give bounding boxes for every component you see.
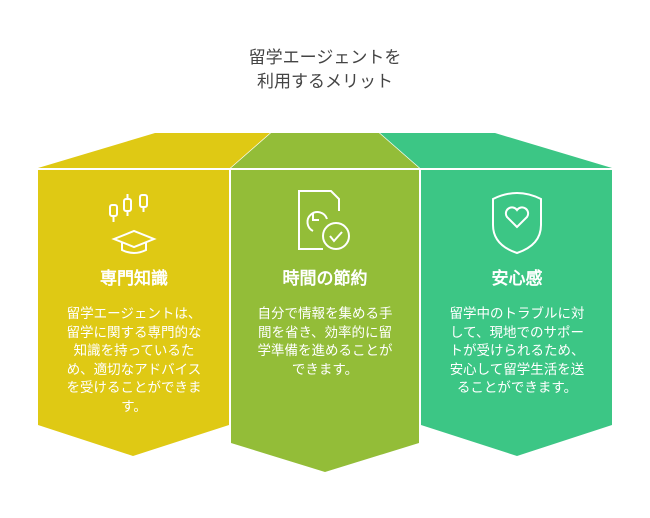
yellow-panel	[38, 170, 229, 456]
column-text: 留学エージェントは、留学に関する専門的な知識を持っているため、適切なアドバイスを…	[66, 306, 202, 415]
column-heading: 安心感	[491, 269, 543, 289]
yellow-top	[38, 133, 270, 168]
teal-top	[380, 133, 612, 168]
teal-panel	[421, 170, 612, 456]
shield-heart-icon	[421, 185, 613, 255]
column-expertise: 専門知識 留学エージェントは、留学に関する専門的な知識を持っているため、適切なア…	[38, 185, 230, 416]
graduation-cap-chart-icon	[38, 185, 230, 255]
column-heading: 時間の節約	[282, 269, 368, 289]
document-clock-check-icon	[229, 185, 421, 255]
diagram-title: 留学エージェントを 利用するメリット	[0, 46, 650, 94]
column-peace-of-mind: 安心感 留学中のトラブルに対して、現地でのサポートが受けられるため、安心して留学…	[421, 185, 613, 398]
title-line-2: 利用するメリット	[257, 72, 393, 92]
column-text: 留学中のトラブルに対して、現地でのサポートが受けられるため、安心して留学生活を送…	[449, 306, 585, 396]
green-top	[231, 133, 419, 168]
column-text: 自分で情報を集める手間を省き、効率的に留学準備を進めることができます。	[257, 306, 393, 378]
column-time-saving: 時間の節約 自分で情報を集める手間を省き、効率的に留学準備を進めることができます…	[229, 185, 421, 379]
green-panel	[231, 170, 419, 472]
column-heading: 専門知識	[100, 269, 168, 289]
title-line-1: 留学エージェントを	[248, 48, 402, 68]
